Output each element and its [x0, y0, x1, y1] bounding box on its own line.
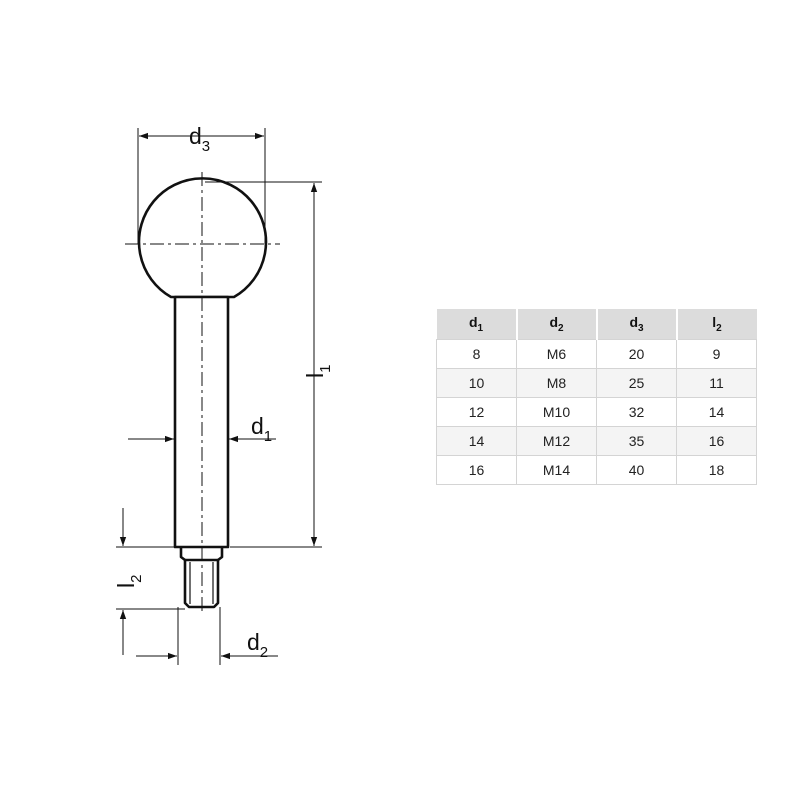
- label-l1: l1: [302, 365, 334, 378]
- table-cell: M10: [516, 396, 597, 427]
- table-cell: 14: [676, 396, 757, 427]
- extension-lines: [116, 128, 322, 665]
- label-d2: d2: [247, 629, 268, 661]
- table-row: 8 M6 20 9: [436, 338, 757, 369]
- table-row: 12 M10 32 14: [436, 396, 757, 427]
- table-cell: 16: [676, 425, 757, 456]
- header-d1: d1: [436, 309, 518, 339]
- ball-knob: [137, 177, 268, 299]
- header-d2: d2: [516, 309, 598, 339]
- table-cell: M14: [516, 454, 597, 485]
- table-cell: M12: [516, 425, 597, 456]
- center-lines: [125, 172, 280, 615]
- table-cell: 11: [676, 367, 757, 398]
- table-header-row: d1 d2 d3 l2: [436, 309, 757, 339]
- table-cell: M8: [516, 367, 597, 398]
- table-cell: 18: [676, 454, 757, 485]
- table-cell: 40: [596, 454, 677, 485]
- thread-lines: [189, 562, 214, 604]
- table-cell: 32: [596, 396, 677, 427]
- table-cell: 9: [676, 338, 757, 369]
- table-cell: 16: [436, 454, 517, 485]
- table-cell: 20: [596, 338, 677, 369]
- table-row: 10 M8 25 11: [436, 367, 757, 398]
- label-d3: d3: [189, 123, 210, 155]
- header-l2: l2: [676, 309, 757, 339]
- table-cell: 8: [436, 338, 517, 369]
- table-row: 16 M14 40 18: [436, 454, 757, 485]
- table-cell: 14: [436, 425, 517, 456]
- dimension-lines: [119, 132, 318, 660]
- table-cell: 12: [436, 396, 517, 427]
- table-cell: 10: [436, 367, 517, 398]
- header-d3: d3: [596, 309, 678, 339]
- table-cell: 35: [596, 425, 677, 456]
- table-cell: 25: [596, 367, 677, 398]
- neck-groove: [179, 547, 224, 562]
- table-row: 14 M12 35 16: [436, 425, 757, 456]
- dimensions-table: d1 d2 d3 l2 8 M6 20 9 10 M8 25 11 12 M10…: [436, 309, 757, 485]
- table-cell: M6: [516, 338, 597, 369]
- label-d1: d1: [251, 413, 272, 445]
- label-l2: l2: [113, 575, 145, 588]
